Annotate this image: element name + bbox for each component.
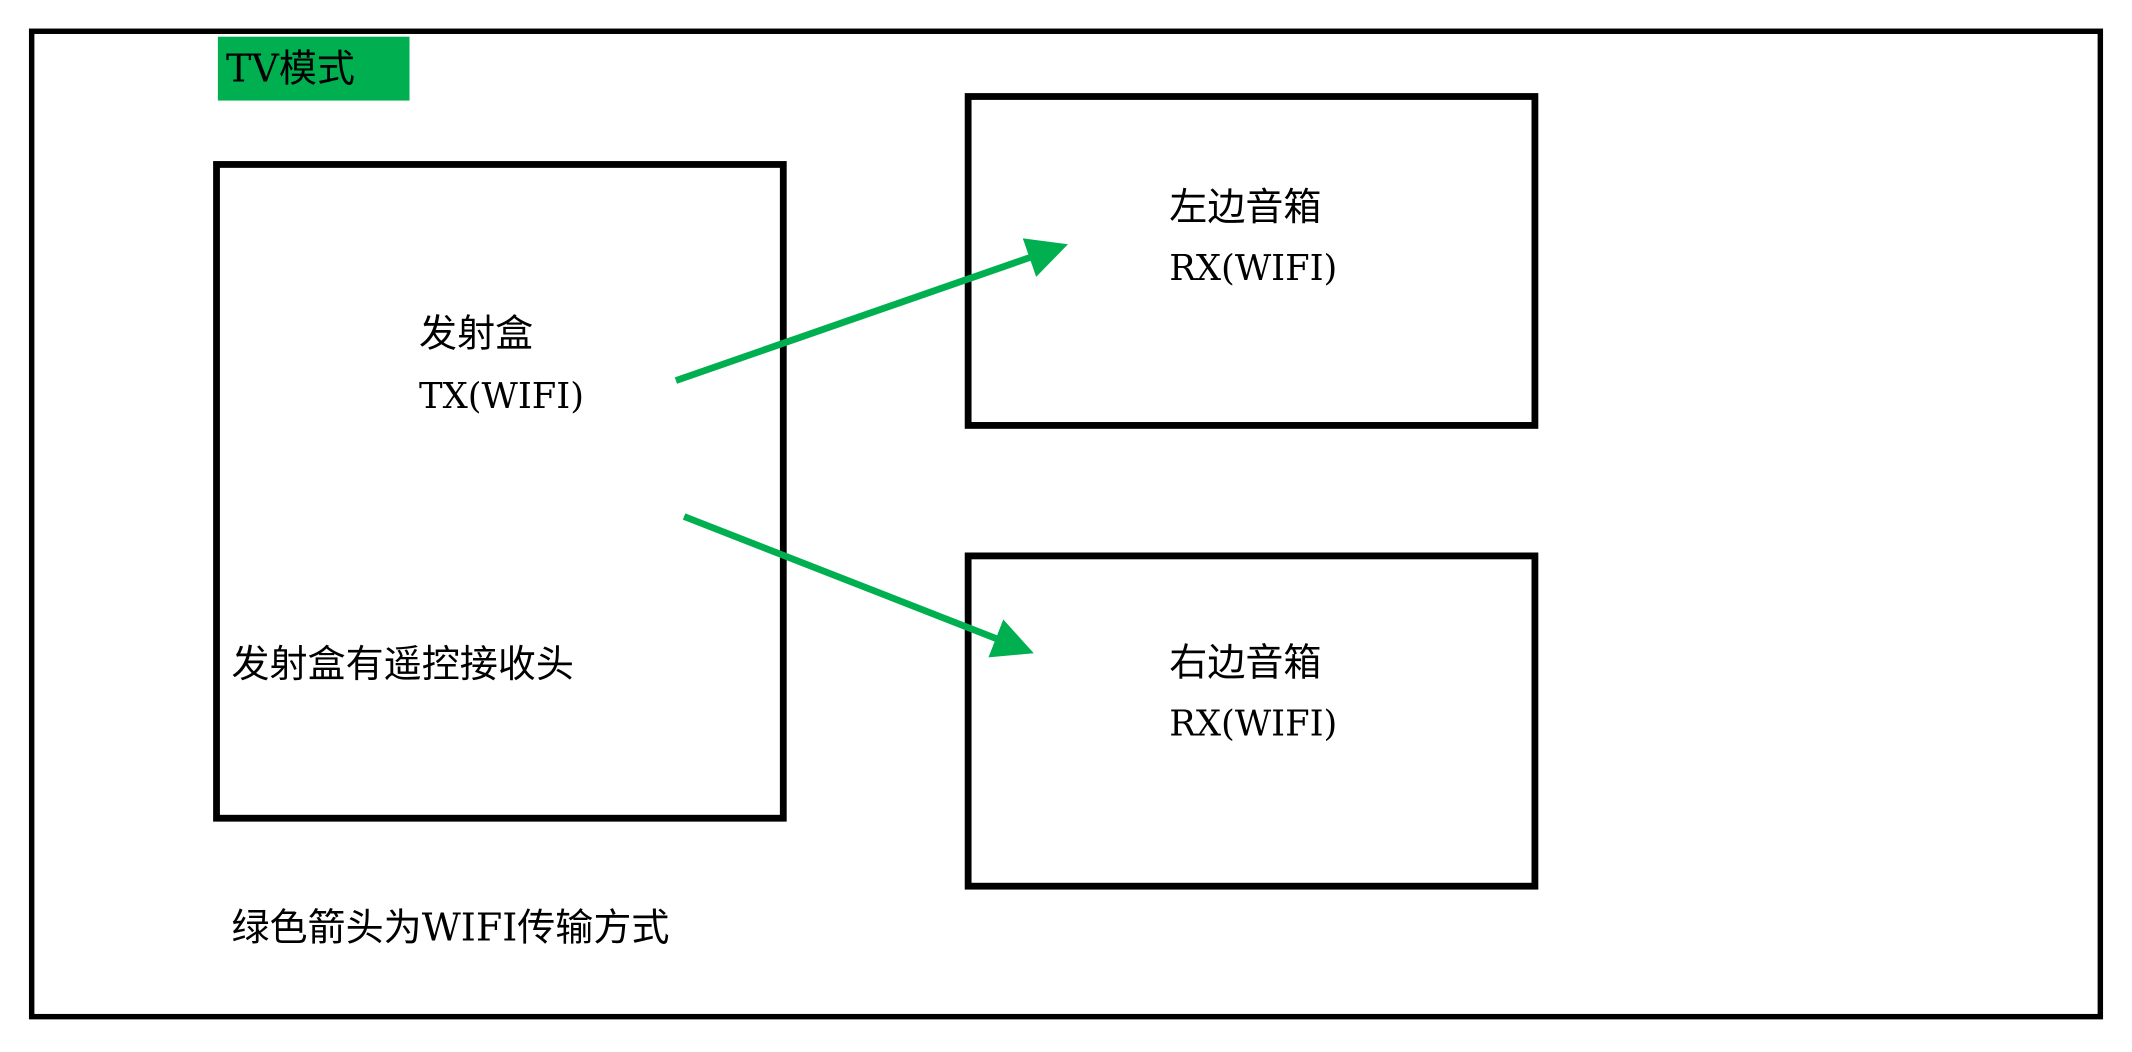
left-speaker-title: 左边音箱 [1169, 185, 1321, 229]
legend-text: 绿色箭头为WIFI传输方式 [231, 906, 669, 950]
transmitter-note: 发射盒有遥控接收头 [231, 642, 573, 686]
wifi-arrow-right [682, 513, 1034, 658]
left-speaker-box: 左边音箱 RX(WIFI) [964, 93, 1539, 429]
transmitter-box: 发射盒 TX(WIFI) 发射盒有遥控接收头 [213, 161, 787, 822]
right-speaker-title: 右边音箱 [1169, 641, 1321, 685]
right-speaker-box: 右边音箱 RX(WIFI) [964, 552, 1539, 890]
left-speaker-subtitle: RX(WIFI) [1169, 248, 1337, 289]
mode-badge [217, 36, 410, 101]
right-speaker-subtitle: RX(WIFI) [1169, 703, 1337, 744]
transmitter-subtitle: TX(WIFI) [419, 376, 584, 417]
mode-label: TV模式 [226, 47, 355, 91]
transmitter-title: 发射盒 [419, 312, 533, 356]
outer-frame [28, 28, 2104, 1020]
wifi-arrow-left [674, 238, 1068, 384]
